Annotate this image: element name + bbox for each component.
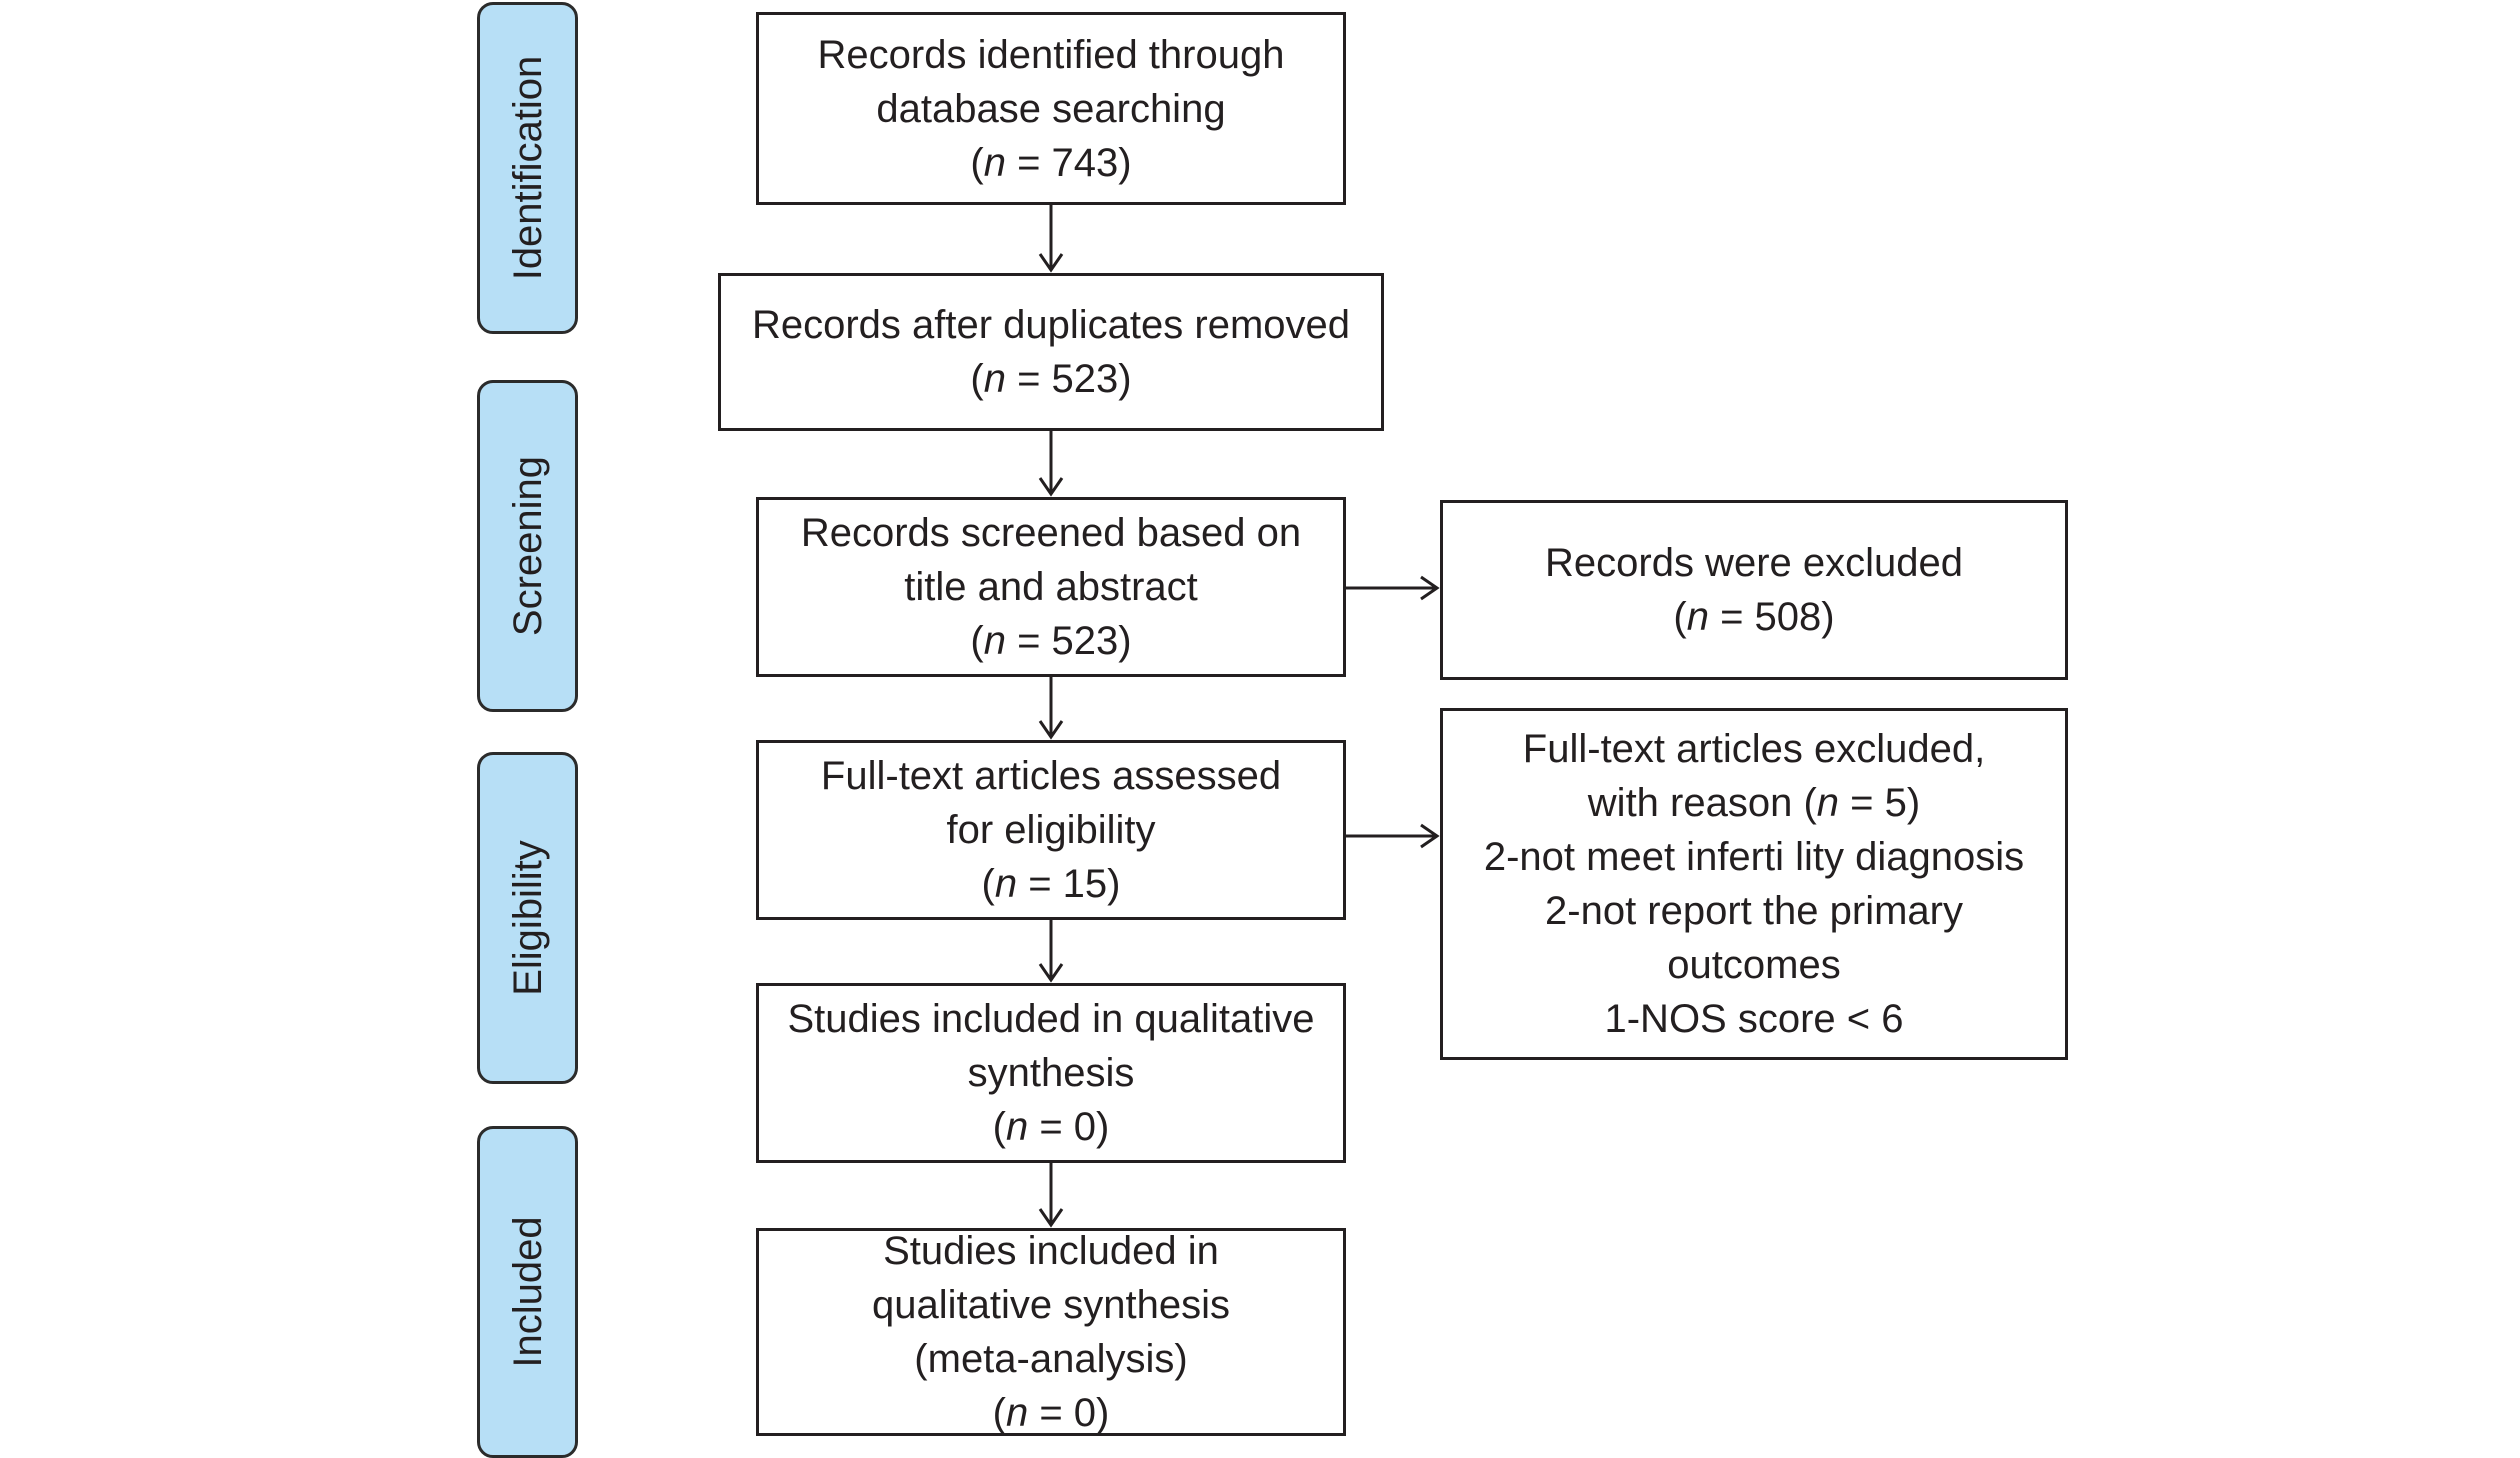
phase-screening: Screening: [477, 380, 578, 712]
box-text-line: Studies included in qualitative: [787, 997, 1315, 1041]
phase-eligibility: Eligibility: [477, 752, 578, 1084]
phase-included: Included: [477, 1126, 578, 1458]
box-count: (n = 523): [970, 357, 1132, 401]
box-text-line: database searching: [876, 86, 1226, 131]
exclusion-reason: 1-NOS score < 6: [1604, 997, 1904, 1041]
box-text-line: Records after duplicates removed: [751, 303, 1351, 347]
box-qualitative-synthesis: Studies included in qualitative synthesi…: [756, 983, 1346, 1163]
box-text-line: (meta-analysis): [914, 1337, 1188, 1381]
box-text-line: Full-text articles excluded,: [1522, 727, 1986, 771]
box-count: (n = 743): [970, 140, 1132, 185]
box-full-text-excluded: Full-text articles excluded, with reason…: [1440, 708, 2068, 1060]
phase-identification: Identification: [477, 2, 578, 334]
box-records-screened: Records screened based on title and abst…: [756, 497, 1346, 677]
box-count: (n = 15): [981, 862, 1121, 906]
exclusion-reason: 2-not meet inferti lity diagnosis: [1483, 835, 2025, 879]
box-text-line: Studies included in: [883, 1229, 1219, 1273]
exclusion-reason: outcomes: [1667, 943, 1841, 987]
box-text-line: Full-text articles assessed: [820, 754, 1282, 798]
arrow-identified-to-deduplicated: [1038, 205, 1064, 273]
box-count: (n = 508): [1673, 595, 1835, 639]
arrow-screened-to-full-text: [1038, 677, 1064, 740]
arrow-full-text-to-excluded: [1346, 823, 1440, 849]
box-records-excluded: Records were excluded (n = 508): [1440, 500, 2068, 680]
exclusion-reason: 2-not report the primary: [1545, 889, 1963, 933]
box-records-identified: Records identified through database sear…: [756, 12, 1346, 205]
box-text-line: Records identified through: [817, 32, 1285, 77]
box-text-line: for eligibility: [946, 808, 1156, 852]
box-full-text-assessed: Full-text articles assessed for eligibil…: [756, 740, 1346, 920]
arrow-qualitative-to-meta: [1038, 1163, 1064, 1228]
box-text-line: Records were excluded: [1545, 541, 1963, 585]
arrow-screened-to-excluded: [1346, 575, 1440, 601]
box-count: (n = 0): [992, 1391, 1110, 1435]
box-exclusion-count: with reason (n = 5): [1587, 781, 1921, 825]
box-text-line: Records screened based on: [800, 511, 1302, 555]
box-text-line: qualitative synthesis: [872, 1283, 1230, 1327]
arrow-full-text-to-qualitative: [1038, 920, 1064, 983]
box-meta-analysis: Studies included in qualitative synthesi…: [756, 1228, 1346, 1436]
box-text-line: title and abstract: [904, 565, 1198, 609]
box-count: (n = 0): [992, 1105, 1110, 1149]
arrow-deduplicated-to-screened: [1038, 431, 1064, 497]
box-text-line: synthesis: [967, 1051, 1135, 1095]
box-count: (n = 523): [970, 619, 1132, 663]
box-after-duplicates: Records after duplicates removed (n = 52…: [718, 273, 1384, 431]
